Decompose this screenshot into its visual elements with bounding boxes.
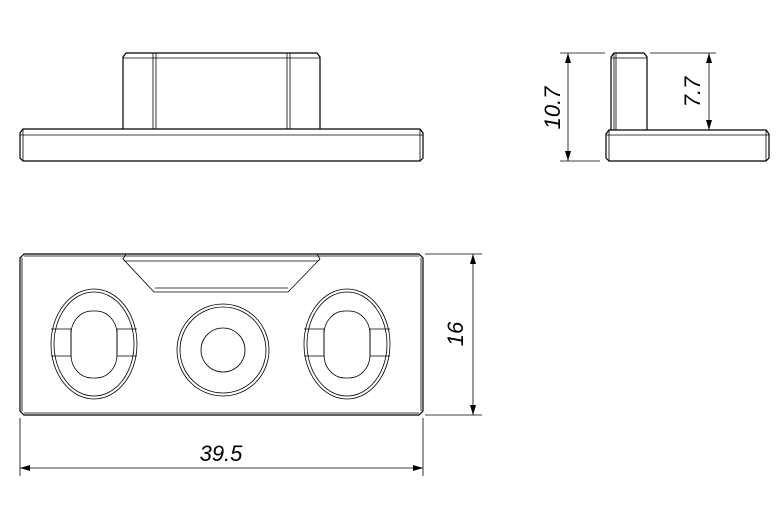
side-view: 10.7 7.7	[540, 52, 770, 162]
dimension-label-total-height: 10.7	[540, 86, 565, 130]
right-slot	[303, 288, 391, 400]
dimension-label-depth: 16	[443, 321, 468, 346]
center-hole	[176, 303, 270, 397]
left-slot	[50, 288, 138, 400]
dimension-label-width: 39.5	[200, 441, 244, 466]
dimension-label-boss-height: 7.7	[680, 76, 705, 107]
top-view: 16 39.5	[19, 253, 482, 476]
front-view	[19, 52, 424, 162]
